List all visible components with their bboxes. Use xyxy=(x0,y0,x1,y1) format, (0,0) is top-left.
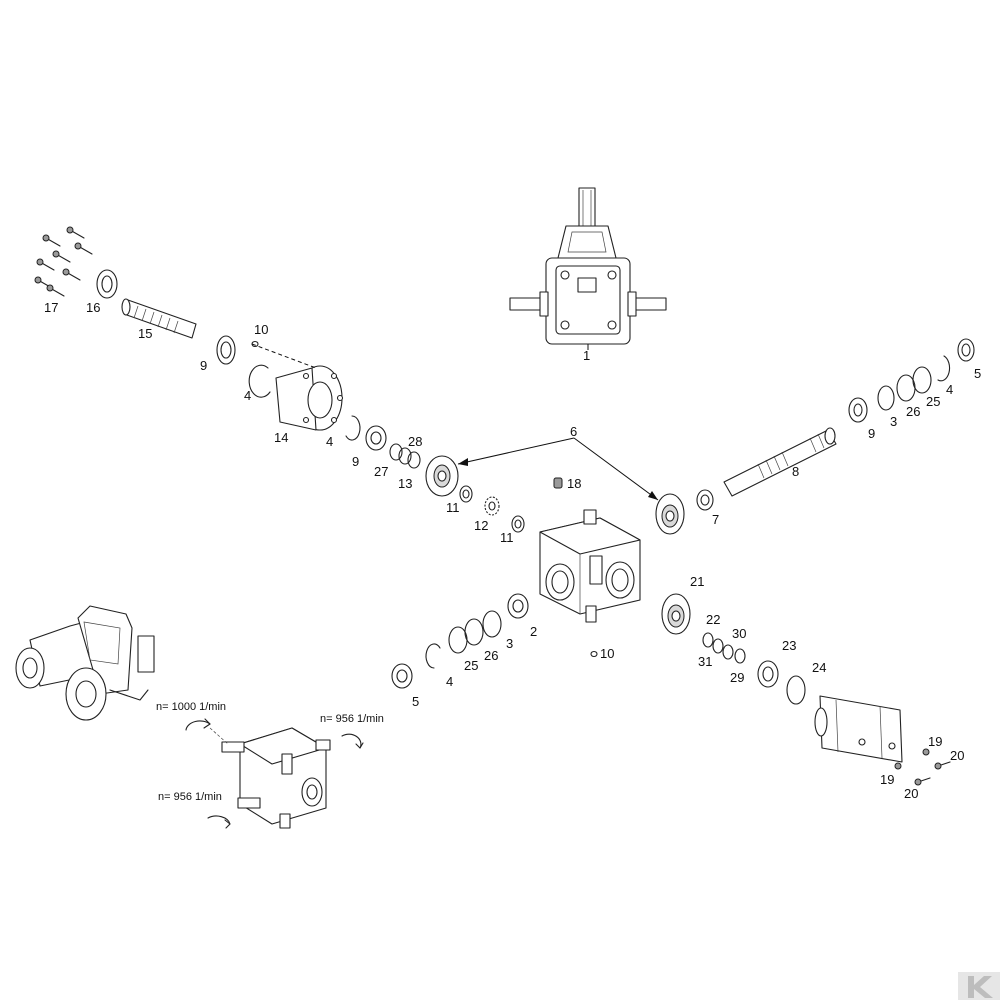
rotation-arrows-illustration xyxy=(185,718,364,829)
part-label-20-upper: 20 xyxy=(950,748,964,763)
part-label-9-right: 9 xyxy=(868,426,875,441)
part-label-29: 29 xyxy=(730,670,744,685)
part-label-9-center: 9 xyxy=(352,454,359,469)
brand-logo xyxy=(958,972,1000,1000)
part-label-4-center: 4 xyxy=(326,434,333,449)
pump-screws-19-20-illustration xyxy=(894,748,951,786)
part-label-11-upper: 11 xyxy=(446,500,460,515)
bevel-gear-21-illustration xyxy=(661,593,691,635)
part-label-21: 21 xyxy=(690,574,704,589)
bearing-9-right-illustration xyxy=(848,397,868,423)
small-gearbox-rotation-illustration xyxy=(221,727,331,829)
o-ring-24-illustration xyxy=(786,675,806,705)
part-label-3-left: 3 xyxy=(506,636,513,651)
part-label-28: 28 xyxy=(408,434,422,449)
circlip-4-lower-left-illustration xyxy=(425,643,441,669)
part-label-26-left: 26 xyxy=(484,648,498,663)
part-label-25-right: 25 xyxy=(926,394,940,409)
part-label-11-lower: 11 xyxy=(500,530,514,545)
seal-5-right-illustration xyxy=(957,338,975,362)
shim-rings-3-26-25-right-illustration xyxy=(877,366,932,411)
part-label-16: 16 xyxy=(86,300,100,315)
part-label-5-left: 5 xyxy=(412,694,419,709)
part-label-18: 18 xyxy=(567,476,581,491)
part-label-24: 24 xyxy=(812,660,826,675)
part-label-7: 7 xyxy=(712,512,719,527)
tractor-illustration xyxy=(15,605,155,721)
flange-housing-14-illustration xyxy=(275,365,344,431)
spacer-7-illustration xyxy=(696,489,714,511)
part-label-10-upper: 10 xyxy=(254,322,268,337)
circlip-4-center-illustration xyxy=(345,415,361,441)
part-label-27: 27 xyxy=(374,464,388,479)
shim-rings-3-26-25-left-illustration xyxy=(448,610,502,654)
bearing-9-center-illustration xyxy=(365,425,387,451)
part-label-10-lower: 10 xyxy=(600,646,614,661)
splined-shaft-15-illustration xyxy=(121,298,197,339)
shim-rings-27-13-28-illustration xyxy=(389,443,421,469)
part-label-13: 13 xyxy=(398,476,412,491)
bearing-9-upper-left-illustration xyxy=(216,335,236,365)
part-label-30: 30 xyxy=(732,626,746,641)
part-label-9-upper-left: 9 xyxy=(200,358,207,373)
hydraulic-pump-illustration xyxy=(814,695,903,763)
part-label-2: 2 xyxy=(530,624,537,639)
bearing-2-illustration xyxy=(507,593,529,619)
part-label-25-left: 25 xyxy=(464,658,478,673)
part-label-17: 17 xyxy=(44,300,58,315)
part-label-8: 8 xyxy=(792,464,799,479)
part-label-19-lower: 19 xyxy=(880,772,894,787)
part-labels: 1 17 16 15 10 9 4 14 4 9 28 27 13 6 11 1… xyxy=(44,300,981,801)
output-shaft-8-illustration xyxy=(723,427,837,497)
part-label-12: 12 xyxy=(474,518,488,533)
nut-11-lower-illustration xyxy=(511,515,525,533)
part-label-5-right: 5 xyxy=(974,366,981,381)
part-label-4-left: 4 xyxy=(244,388,251,403)
leader-lines xyxy=(251,343,659,501)
left-output-speed-label: n= 956 1/min xyxy=(158,791,222,803)
part-label-22: 22 xyxy=(706,612,720,627)
part-label-1: 1 xyxy=(583,348,590,363)
seal-ring-16-illustration xyxy=(96,269,118,299)
rotation-speed-labels: n= 1000 1/min n= 956 1/min n= 956 1/min xyxy=(156,701,384,803)
central-gear-housing-illustration xyxy=(539,509,641,623)
bearing-23-illustration xyxy=(757,660,779,688)
part-label-20-lower: 20 xyxy=(904,786,918,801)
part-label-3-right: 3 xyxy=(890,414,897,429)
bevel-gear-6-right-illustration xyxy=(655,493,685,535)
circlip-4-right-illustration xyxy=(937,355,951,382)
circlip-4-left-illustration xyxy=(248,364,271,398)
part-label-4-lower-left: 4 xyxy=(446,674,453,689)
part-label-15: 15 xyxy=(138,326,152,341)
bolts-illustration xyxy=(34,226,93,297)
breather-18-illustration xyxy=(553,477,563,489)
part-label-26-right: 26 xyxy=(906,404,920,419)
lock-washer-12-illustration xyxy=(484,496,500,516)
nut-11-upper-illustration xyxy=(459,485,473,503)
input-speed-label: n= 1000 1/min xyxy=(156,701,226,713)
grease-nipple-10-lower-illustration xyxy=(590,650,598,658)
part-label-14: 14 xyxy=(274,430,288,445)
shim-rings-22-30-31-29-illustration xyxy=(702,632,746,664)
seal-5-left-illustration xyxy=(391,663,413,689)
bevel-gear-6-left-illustration xyxy=(425,455,459,497)
part-label-31: 31 xyxy=(698,654,712,669)
part-label-19-upper: 19 xyxy=(928,734,942,749)
right-output-speed-label: n= 956 1/min xyxy=(320,713,384,725)
assembled-gearbox-illustration xyxy=(509,187,667,350)
part-label-6: 6 xyxy=(570,424,577,439)
part-label-4-right: 4 xyxy=(946,382,953,397)
part-label-23: 23 xyxy=(782,638,796,653)
